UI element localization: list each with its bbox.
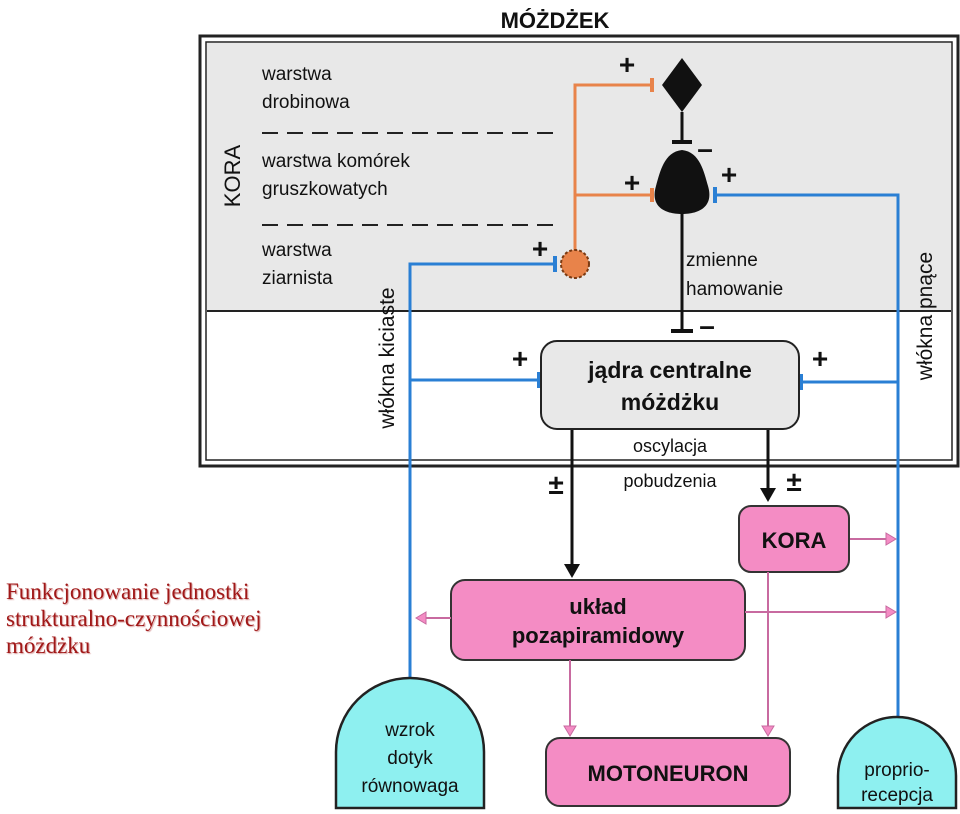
deep-nuclei-line2: móżdżku xyxy=(621,389,719,415)
layer-molecular-line2: drobinowa xyxy=(262,92,350,113)
sign-plusminus-left: ± xyxy=(548,469,563,500)
motoneuron-label: MOTONEURON xyxy=(588,761,749,786)
purkinje-cell xyxy=(654,150,710,214)
sign-plusminus-right: ± xyxy=(786,466,801,497)
proprioception-line1: proprio- xyxy=(864,760,929,781)
sign-minus-nuclei: – xyxy=(699,310,715,341)
motoneuron-box xyxy=(545,737,791,807)
extrapyramidal-line2: pozapiramidowy xyxy=(512,623,685,648)
sign-minus-basket: – xyxy=(697,133,713,164)
proprioception-input-dome xyxy=(836,715,958,810)
layer-purkinje-line2: gruszkowatych xyxy=(262,179,388,200)
mossy-fiber-label: włókna kiciaste xyxy=(376,287,399,429)
climbing-fiber-label: włókna pnące xyxy=(914,252,937,381)
granule-cell xyxy=(560,249,590,279)
deep-nuclei-line1: jądra centralne xyxy=(587,357,752,383)
mossy-fiber xyxy=(408,262,553,684)
extrapyramidal-box xyxy=(450,579,746,661)
caption-line1: Funkcjonowanie jednostki xyxy=(6,579,250,604)
caption: Funkcjonowanie jednostki strukturalno-cz… xyxy=(6,578,366,659)
extrapyramidal-left-arrow xyxy=(415,611,427,625)
layer-purkinje-line1: warstwa komórek xyxy=(261,151,410,172)
extrapyramidal-line1: układ xyxy=(569,594,626,619)
sign-plus-nuclei-right: + xyxy=(812,343,828,374)
sign-plus-purkinje-left: + xyxy=(624,167,640,198)
senses-line2: dotyk xyxy=(387,748,433,769)
layer-granular-line2: ziarnista xyxy=(262,268,333,289)
extrapyramidal-to-motoneuron-arrow xyxy=(563,725,577,737)
layer-molecular-line1: warstwa xyxy=(261,64,332,85)
layer-granular-line1: warstwa xyxy=(261,240,332,261)
motor-cortex-label: KORA xyxy=(762,528,827,553)
sign-plus-purkinje-right: + xyxy=(721,159,737,190)
sign-plus-nuclei-left: + xyxy=(512,343,528,374)
senses-line3: równowaga xyxy=(361,776,459,797)
cortex-side-label: KORA xyxy=(220,145,245,208)
cortex-to-motoneuron-arrow xyxy=(761,725,775,737)
inhibition-line2: hamowanie xyxy=(686,279,783,300)
senses-input-dome xyxy=(334,676,486,810)
motor-cortex-box xyxy=(738,505,850,573)
sign-plus-basket: + xyxy=(619,49,635,80)
cortex-output-arrow xyxy=(885,532,897,546)
extrapyramidal-right-arrow xyxy=(885,605,897,619)
caption-line3: móżdżku xyxy=(6,633,91,658)
inhibition-line1: zmienne xyxy=(686,250,758,271)
basket-cell xyxy=(662,58,702,112)
senses-line1: wzrok xyxy=(384,720,435,741)
proprioception-line2: recepcja xyxy=(861,785,933,806)
oscillation-line2: pobudzenia xyxy=(623,471,717,491)
deep-nuclei-box xyxy=(540,340,800,430)
oscillation-line1: oscylacja xyxy=(633,436,708,456)
sign-plus-granule: + xyxy=(532,233,548,264)
caption-line2: strukturalno-czynnościowej xyxy=(6,606,262,631)
climbing-fiber xyxy=(716,193,900,730)
diagram-title: MÓŻDŻEK xyxy=(501,8,610,33)
